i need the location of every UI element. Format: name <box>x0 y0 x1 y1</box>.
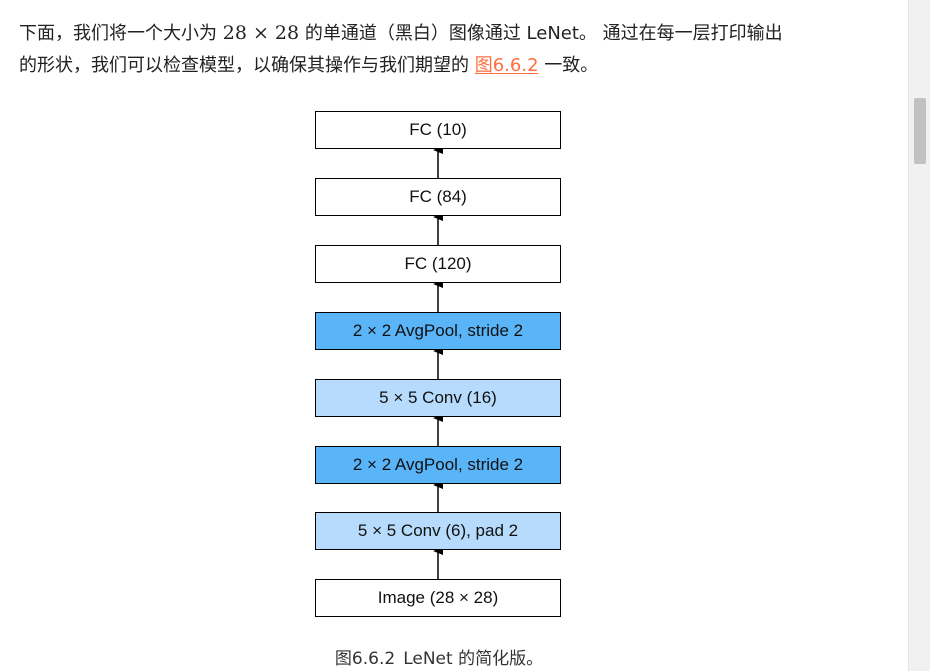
layer-label: 2 × 2 AvgPool, stride 2 <box>352 321 524 340</box>
layer-label: FC (120) <box>404 254 472 273</box>
paragraph-text-3: 的形状，我们可以检查模型，以确保其操作与我们期望的 <box>19 55 475 76</box>
vertical-scrollbar[interactable] <box>908 0 930 671</box>
layer-conv-16: 5 × 5 Conv (16) <box>315 379 561 417</box>
figure-caption: 图6.6.2 LeNet 的简化版。 <box>0 644 878 669</box>
intro-paragraph: 下面，我们将一个大小为 28 × 28 的单通道（黑白）图像通过 LeNet。 … <box>19 17 889 82</box>
layer-label: FC (10) <box>409 120 467 139</box>
paragraph-text-4: 一致。 <box>538 55 599 76</box>
layer-label: 2 × 2 AvgPool, stride 2 <box>352 455 524 474</box>
caption-label: 图6.6.2 <box>334 649 396 669</box>
layer-fc10: FC (10) <box>315 111 561 149</box>
figure-link[interactable]: 图6.6.2 <box>474 55 539 76</box>
lenet-diagram: FC (10) FC (84) FC (120) 2 × 2 AvgPool, … <box>315 111 561 617</box>
layer-avgpool-1: 2 × 2 AvgPool, stride 2 <box>315 446 561 484</box>
layer-fc120: FC (120) <box>315 245 561 283</box>
paragraph-text-2: 的单通道（黑白）图像通过 LeNet。 通过在每一层打印输出 <box>299 23 783 44</box>
layer-avgpool-2: 2 × 2 AvgPool, stride 2 <box>315 312 561 350</box>
scrollbar-thumb[interactable] <box>914 98 926 164</box>
layer-label: 5 × 5 Conv (16) <box>379 388 497 407</box>
layer-fc84: FC (84) <box>315 178 561 216</box>
caption-text: LeNet 的简化版。 <box>403 649 544 669</box>
layer-conv-6: 5 × 5 Conv (6), pad 2 <box>315 512 561 550</box>
math-expression: 28 × 28 <box>222 22 300 44</box>
layer-label: FC (84) <box>409 187 467 206</box>
layer-image-input: Image (28 × 28) <box>315 579 561 617</box>
content-area: 下面，我们将一个大小为 28 × 28 的单通道（黑白）图像通过 LeNet。 … <box>0 17 889 669</box>
layer-label: Image (28 × 28) <box>377 588 499 607</box>
paragraph-text-1: 下面，我们将一个大小为 <box>19 23 223 44</box>
layer-label: 5 × 5 Conv (6), pad 2 <box>357 521 519 540</box>
